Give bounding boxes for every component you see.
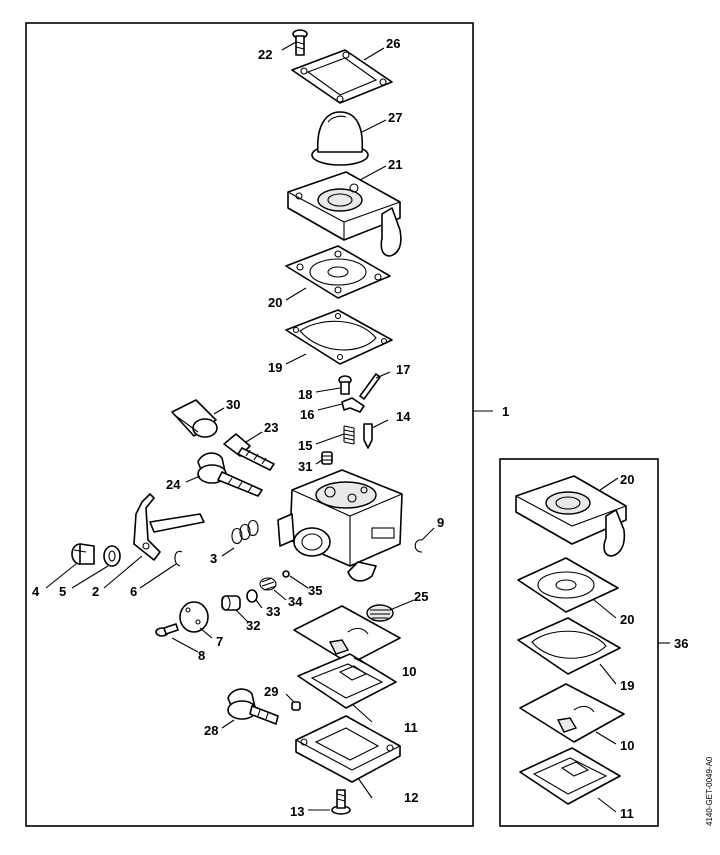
kit-part-19-gasket — [517, 617, 621, 675]
callout-35: 35 — [308, 583, 322, 598]
main-assembly-frame — [25, 22, 474, 827]
kit-callout-10: 10 — [620, 738, 634, 753]
part-26-cover — [291, 49, 393, 104]
callout-7: 7 — [216, 634, 223, 649]
callout-32: 32 — [246, 618, 260, 633]
part-29-pin — [291, 701, 301, 711]
part-24-adjusting-screw — [197, 452, 263, 497]
callout-12: 12 — [404, 790, 418, 805]
part-30-cap — [171, 399, 218, 438]
part-14-inlet-needle — [363, 423, 373, 449]
callout-14: 14 — [396, 409, 411, 424]
part-28-plunger — [227, 688, 279, 725]
part-4-nut — [71, 543, 95, 565]
callout-3: 3 — [210, 551, 217, 566]
callout-10: 10 — [402, 664, 416, 679]
callout-2: 2 — [92, 584, 99, 599]
part-20-diaphragm — [285, 245, 391, 299]
part-17-pin — [359, 373, 381, 400]
part-27-primer-bulb — [311, 111, 369, 166]
part-12-cover — [295, 715, 401, 783]
part-16-lever — [341, 397, 365, 413]
kit-callout-11: 11 — [620, 806, 634, 821]
callout-4: 4 — [32, 584, 40, 599]
callout-24: 24 — [166, 477, 181, 492]
part-15-spring — [343, 425, 355, 445]
part-25-strainer — [366, 604, 394, 622]
callout-8: 8 — [198, 648, 205, 663]
callout-30: 30 — [226, 397, 240, 412]
part-33-o-ring — [246, 589, 258, 603]
callout-31: 31 — [298, 459, 312, 474]
part-31-spring — [321, 451, 333, 465]
part-23-adjusting-screw — [223, 433, 275, 471]
callout-27: 27 — [388, 110, 402, 125]
part-19-gasket — [285, 309, 393, 365]
callout-25: 25 — [414, 589, 428, 604]
callout-5: 5 — [59, 584, 66, 599]
callout-28: 28 — [204, 723, 218, 738]
callout-23: 23 — [264, 420, 278, 435]
part-5-washer — [103, 545, 121, 567]
callout-22: 22 — [258, 47, 272, 62]
callout-6: 6 — [130, 584, 137, 599]
callout-1: 1 — [502, 404, 509, 419]
part-18-screw — [338, 375, 352, 395]
part-3-spring — [231, 519, 259, 545]
leader-lines — [45, 41, 619, 813]
part-32-plug — [221, 595, 241, 611]
part-9-circlip — [414, 539, 423, 553]
kit-part-11-gasket — [519, 747, 621, 805]
callout-16: 16 — [300, 407, 314, 422]
part-35-ball — [282, 570, 290, 578]
kit-callout-20b: 20 — [620, 612, 634, 627]
callout-11: 11 — [404, 720, 418, 735]
callout-34: 34 — [288, 594, 303, 609]
part-7-throttle-plate — [179, 601, 209, 633]
kit-callout-19: 19 — [620, 678, 634, 693]
callout-labels: 1 2 3 4 5 6 7 8 9 10 11 12 13 14 15 16 1… — [32, 36, 688, 821]
part-22-screw — [292, 29, 308, 56]
callout-26: 26 — [386, 36, 400, 51]
callout-33: 33 — [266, 604, 280, 619]
callout-15: 15 — [298, 438, 312, 453]
part-11-gasket — [297, 653, 397, 709]
callout-17: 17 — [396, 362, 410, 377]
callout-18: 18 — [298, 387, 312, 402]
callout-36: 36 — [674, 636, 688, 651]
callout-9: 9 — [437, 515, 444, 530]
callout-20: 20 — [268, 295, 282, 310]
kit-part-10-diaphragm — [519, 683, 625, 743]
callout-13: 13 — [290, 804, 304, 819]
part-10-diaphragm — [293, 605, 401, 665]
carburetor-body — [277, 469, 403, 582]
callout-21: 21 — [388, 157, 402, 172]
callout-29: 29 — [264, 684, 278, 699]
part-2-throttle-shaft — [133, 493, 205, 561]
callout-19: 19 — [268, 360, 282, 375]
kit-callout-20a: 20 — [620, 472, 634, 487]
kit-part-20-pump-cover — [515, 475, 627, 557]
part-8-screw — [155, 623, 179, 637]
reference-code: 4140-GET-0049-A0 — [705, 756, 714, 826]
kit-part-20-diaphragm — [517, 557, 619, 613]
part-34-spring — [259, 577, 277, 591]
part-13-screw — [331, 789, 351, 815]
part-21-pump-cover — [287, 171, 402, 257]
part-6-circlip — [174, 550, 183, 567]
